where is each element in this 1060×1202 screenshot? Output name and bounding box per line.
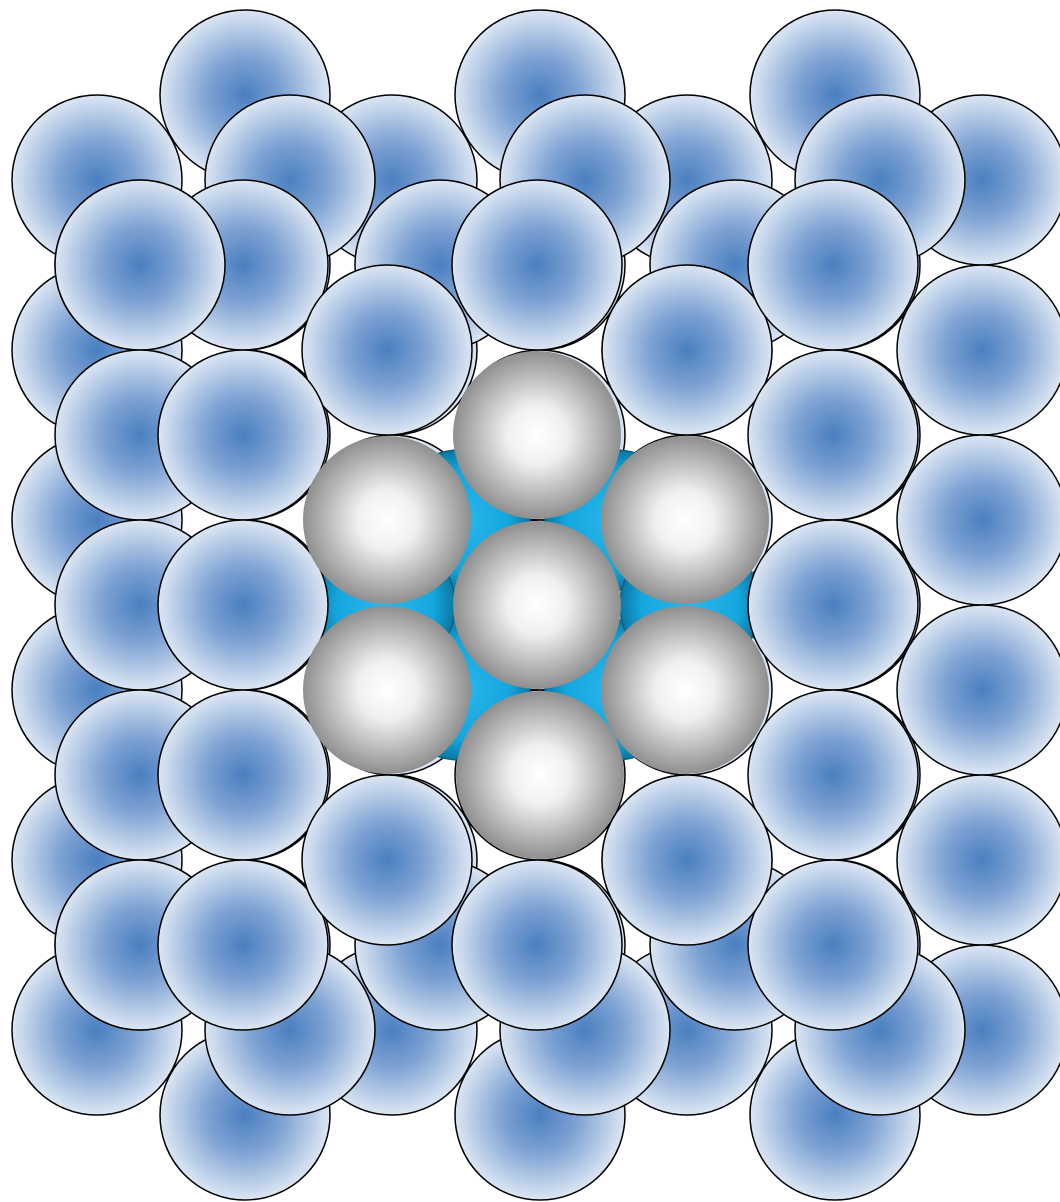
substrate-atom [747, 689, 919, 861]
substrate-atom [451, 179, 623, 351]
substrate-atom [747, 859, 919, 1031]
substrate-atom [896, 604, 1060, 776]
substrate-atom [896, 774, 1060, 946]
substrate-atom [896, 264, 1060, 436]
substrate-atom [157, 859, 329, 1031]
substrate-atom [157, 349, 329, 521]
adsorbate-atom [303, 436, 471, 604]
substrate-atom [747, 349, 919, 521]
adsorbate-atom [453, 521, 621, 689]
substrate-atom [747, 179, 919, 351]
adsorbate-atom [601, 436, 769, 604]
substrate-atom [157, 689, 329, 861]
adsorbate-cluster [303, 351, 769, 859]
substrate-atom [451, 859, 623, 1031]
substrate-atom [301, 774, 473, 946]
substrate-atom [157, 519, 329, 691]
substrate-atom [301, 264, 473, 436]
adsorbate-atom [601, 606, 769, 774]
substrate-atom [747, 519, 919, 691]
adsorbate-atom [453, 351, 621, 519]
substrate-atom [896, 434, 1060, 606]
substrate-atom [54, 179, 226, 351]
adsorbate-atom [303, 606, 471, 774]
substrate-front-layer [54, 179, 919, 1031]
substrate-atom [601, 264, 773, 436]
adsorbate-atom [456, 691, 624, 859]
substrate-atom [601, 774, 773, 946]
